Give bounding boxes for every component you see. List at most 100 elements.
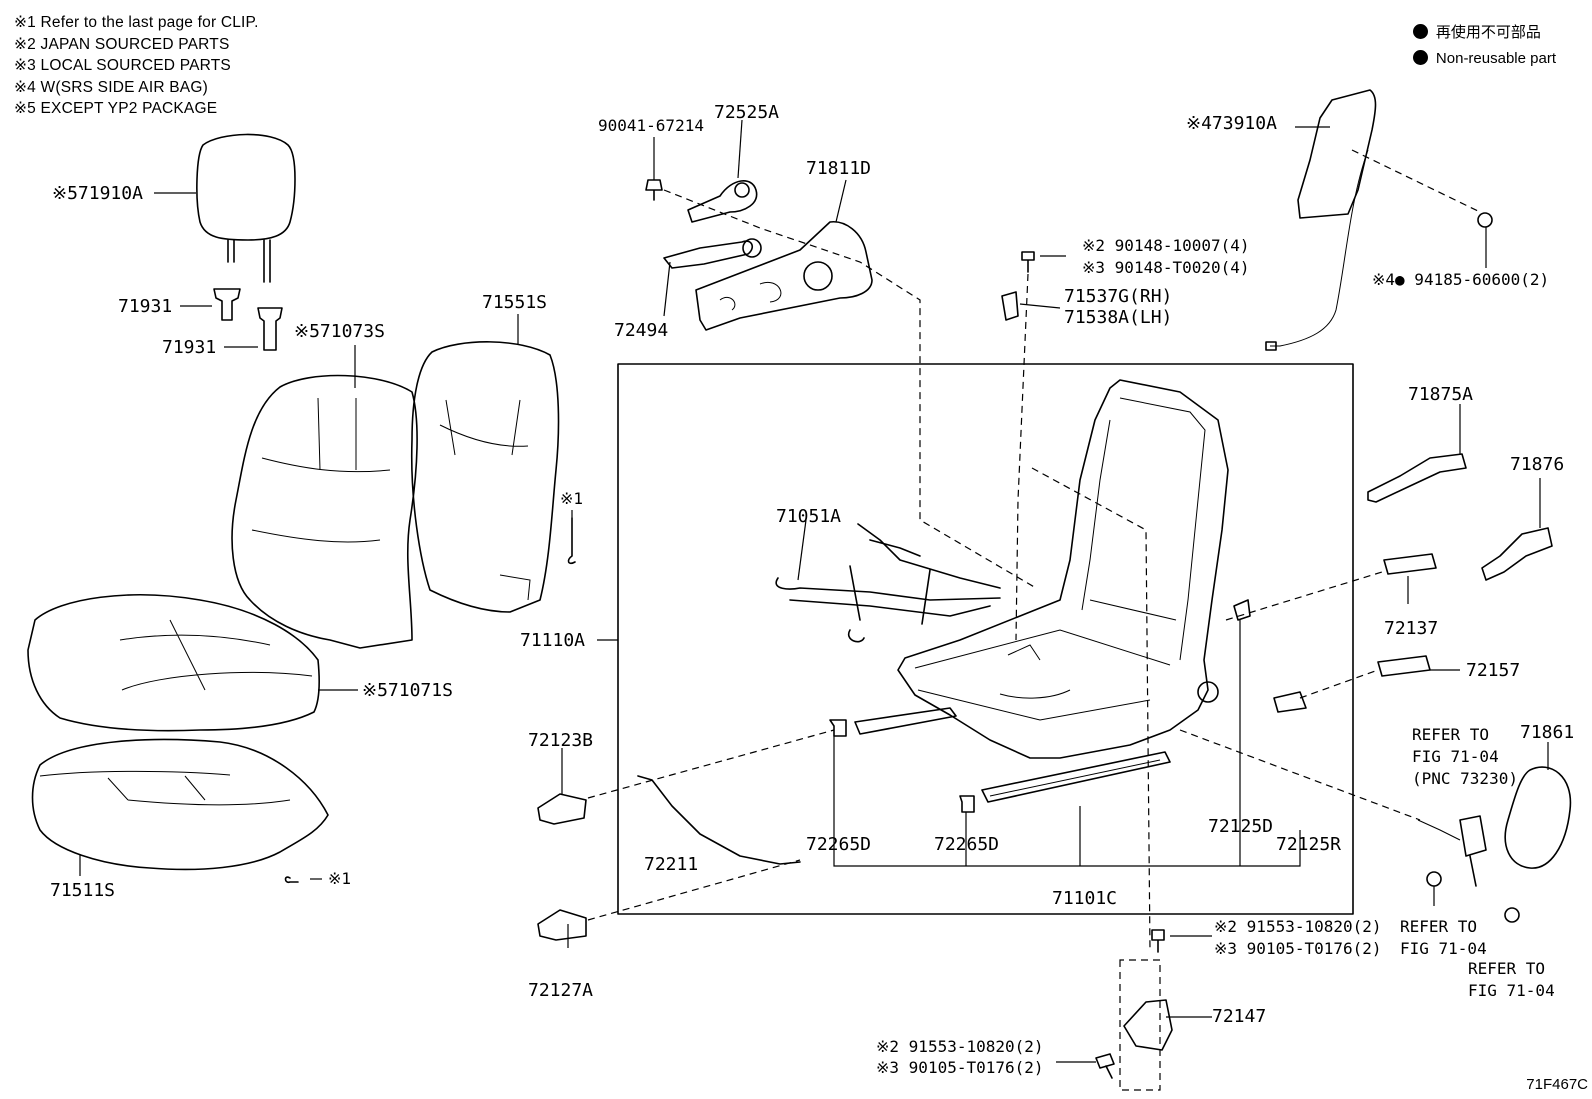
- seatback-cover-part[interactable]: [231, 374, 418, 649]
- figure-id: 71F467C: [1526, 1076, 1588, 1093]
- label-clip-note: ※1: [560, 489, 583, 508]
- wire-part[interactable]: [637, 775, 801, 865]
- label-bolt-jp: ※2 91553-10820(2): [1214, 917, 1382, 936]
- recliner-cover-outer-part[interactable]: [695, 221, 873, 331]
- clip-72125D-part[interactable]: [1233, 599, 1251, 621]
- label-refer-fig: FIG 71-04: [1468, 981, 1555, 1000]
- clip-part[interactable]: [284, 876, 299, 884]
- bolt-part[interactable]: [645, 179, 663, 201]
- label-bolt: 90041-67214: [598, 116, 704, 135]
- label-bracket-rh: 71537G(RH): [1064, 286, 1172, 307]
- label-clip-72265D: 72265D: [806, 834, 871, 855]
- airbag-sensor-part[interactable]: [1504, 766, 1572, 869]
- assembly-line: [1015, 273, 1029, 641]
- label-wire: 72211: [644, 854, 698, 875]
- label-headrest-guide-lock: 71931: [162, 337, 216, 358]
- label-cover-72137: 72137: [1384, 618, 1438, 639]
- label-seat-frame-assembly: 71110A: [520, 630, 585, 651]
- leader-lines: [79, 119, 1549, 1063]
- headrest-part[interactable]: [196, 133, 296, 283]
- label-bolt-local: ※3 90105-T0176(2): [876, 1058, 1044, 1077]
- label-seatback-cover: ※571073S: [294, 321, 385, 342]
- footnote-3: ※3 LOCAL SOURCED PARTS: [14, 57, 231, 74]
- label-refer-pnc: (PNC 73230): [1412, 769, 1518, 788]
- label-refer-to: REFER TO: [1412, 725, 1489, 744]
- legend-row-en: Non-reusable part: [1412, 46, 1556, 72]
- seat-track-part[interactable]: [854, 707, 1171, 803]
- assembly-line: [587, 729, 835, 799]
- assembly-line: [1225, 571, 1383, 621]
- clip-72125R-part[interactable]: [1273, 691, 1307, 713]
- label-headrest: ※571910A: [52, 183, 143, 204]
- footnote-4: ※4 W(SRS SIDE AIR BAG): [14, 78, 208, 96]
- label-seat-cushion-pad: 71511S: [50, 880, 115, 901]
- seat-back-bracket-part[interactable]: [1001, 291, 1019, 321]
- assembly-line: [1119, 959, 1161, 1091]
- label-refer-fig: FIG 71-04: [1400, 939, 1487, 958]
- footnote-2: ※2 JAPAN SOURCED PARTS: [14, 35, 230, 53]
- label-bolt-local: ※3 90105-T0176(2): [1214, 939, 1382, 958]
- nut-part[interactable]: [1426, 871, 1442, 887]
- cover-71876-part[interactable]: [1481, 527, 1553, 581]
- cover-72123B-part[interactable]: [537, 793, 587, 825]
- cover-72157-part[interactable]: [1377, 655, 1431, 677]
- label-refer-fig: FIG 71-04: [1412, 747, 1499, 766]
- assembly-line: [663, 189, 1037, 589]
- legend-en-label: Non-reusable part: [1435, 50, 1556, 67]
- seat-spring-part[interactable]: [775, 523, 1001, 643]
- label-seatback-pad: 71551S: [482, 292, 547, 313]
- assembly-line: [587, 859, 801, 921]
- seat-cushion-cover-part[interactable]: [27, 594, 320, 732]
- cover-72137-part[interactable]: [1383, 553, 1437, 575]
- bullet-icon: [1412, 50, 1428, 65]
- seatback-pad-part[interactable]: [410, 341, 560, 613]
- seat-frame-part[interactable]: [897, 379, 1229, 759]
- clip-part[interactable]: [567, 517, 576, 565]
- nut-part[interactable]: [1477, 212, 1493, 228]
- bullet-icon: [1412, 24, 1428, 39]
- clip-72265D-part[interactable]: [959, 795, 975, 813]
- label-bolt-jp: ※2 91553-10820(2): [876, 1037, 1044, 1056]
- footnotes: ※1 Refer to the last page for CLIP. ※2 J…: [14, 12, 259, 120]
- label-clip-72265D: 72265D: [934, 834, 999, 855]
- bracket-72147-part[interactable]: [1123, 999, 1173, 1051]
- recliner-cover-inner-part[interactable]: [687, 180, 758, 223]
- cover-72127A-part[interactable]: [537, 909, 587, 941]
- headrest-guide-lock-part[interactable]: [257, 307, 283, 351]
- label-cover-72123B: 72123B: [528, 730, 593, 751]
- nut-part[interactable]: [1504, 907, 1520, 923]
- seat-belt-buckle-part[interactable]: [1417, 815, 1487, 887]
- label-refer-to: REFER TO: [1468, 959, 1545, 978]
- recliner-lever-part[interactable]: [663, 238, 762, 269]
- label-headrest-guide: 71931: [118, 296, 172, 317]
- bolt-part[interactable]: [1095, 1053, 1115, 1079]
- bolt-part[interactable]: [1151, 929, 1165, 953]
- label-cover-72157: 72157: [1466, 660, 1520, 681]
- label-clip-note: ※1: [328, 869, 351, 888]
- label-clip-72125D: 72125D: [1208, 816, 1273, 837]
- assembly-frame-box: [617, 363, 1354, 915]
- assembly-line: [1179, 729, 1421, 821]
- label-cover-71876: 71876: [1510, 454, 1564, 475]
- label-recliner-cover-outer: 71811D: [806, 158, 871, 179]
- label-recliner-cover-inner: 72525A: [714, 102, 779, 123]
- label-bracket-72147: 72147: [1212, 1006, 1266, 1027]
- clip-72265D-part[interactable]: [829, 719, 847, 737]
- label-airbag-sensor: 71861: [1520, 722, 1574, 743]
- label-cover-71875A: 71875A: [1408, 384, 1473, 405]
- footnote-1: ※1 Refer to the last page for CLIP.: [14, 14, 259, 31]
- side-airbag-part[interactable]: [1265, 89, 1377, 351]
- label-bracket-lh: 71538A(LH): [1064, 307, 1172, 328]
- headrest-guide-part[interactable]: [213, 288, 241, 321]
- label-side-airbag: ※473910A: [1186, 113, 1277, 134]
- bolt-part[interactable]: [1021, 251, 1035, 273]
- label-recliner-lever: 72494: [614, 320, 668, 341]
- label-screw-jp: ※2 90148-10007(4): [1082, 236, 1250, 255]
- label-cover-72127A: 72127A: [528, 980, 593, 1001]
- seat-cushion-pad-part[interactable]: [31, 738, 329, 871]
- cover-71875A-part[interactable]: [1367, 453, 1467, 503]
- legend-row-jp: 再使用不可部品: [1412, 20, 1556, 46]
- assembly-line: [1031, 467, 1151, 951]
- label-refer-to: REFER TO: [1400, 917, 1477, 936]
